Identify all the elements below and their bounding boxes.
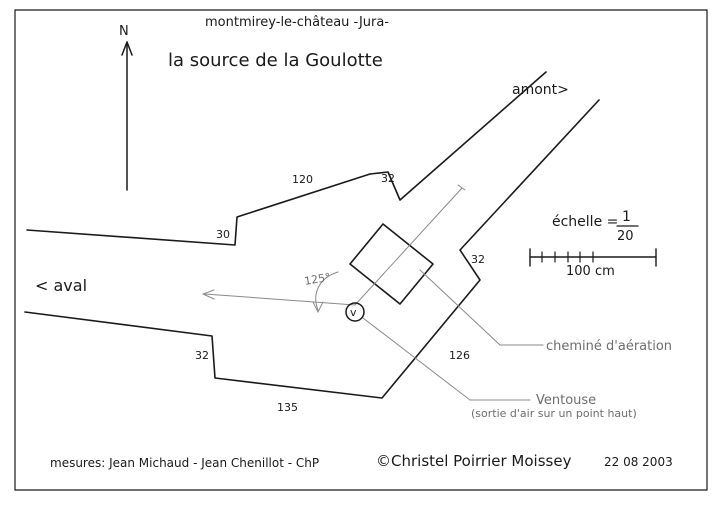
- vent-note: (sortie d'air sur un point haut): [471, 407, 637, 420]
- vent-symbol-letter: v: [350, 306, 357, 319]
- scale-numerator: 1: [622, 209, 631, 225]
- chimney-shaft: [349, 223, 434, 305]
- dim-bottom-right: 126: [449, 349, 470, 362]
- author-credit: ©Christel Poirrier Moissey: [376, 452, 572, 470]
- vent-callout: Ventouse: [536, 393, 596, 408]
- plan-title: la source de la Goulotte: [168, 50, 383, 71]
- dim-bottom-left: 32: [195, 349, 209, 362]
- chimney-callout: cheminé d'aération: [546, 339, 672, 354]
- scale-bar: [529, 248, 657, 267]
- scale-label: échelle =: [552, 214, 618, 230]
- chimney-leader: [419, 269, 501, 346]
- vent-symbol: v: [345, 302, 365, 322]
- dim-top-wall: 120: [292, 173, 313, 186]
- surveyors-credit: mesures: Jean Michaud - Jean Chenillot -…: [50, 456, 319, 470]
- dim-bottom-wall: 135: [277, 401, 298, 414]
- downstream-label: < aval: [35, 276, 87, 295]
- survey-date: 22 08 2003: [604, 455, 673, 469]
- place-name: montmirey-le-château -Jura-: [205, 15, 389, 30]
- scale-bar-label: 100 cm: [566, 264, 615, 279]
- scale-denominator: 20: [617, 229, 634, 244]
- dim-right-side: 32: [471, 253, 485, 266]
- scale-block: échelle = 1 20 100 cm: [529, 209, 657, 279]
- north-label: N: [119, 24, 129, 39]
- bearing-lines: 125°: [201, 184, 466, 314]
- dim-top-corner: 32: [381, 172, 395, 185]
- upstream-label: amont>: [512, 82, 569, 98]
- north-arrow-icon: N: [119, 24, 133, 191]
- angle-label: 125°: [303, 271, 331, 288]
- vent-leader: [362, 317, 471, 401]
- dim-left-opening: 30: [216, 228, 230, 241]
- cave-outline: [24, 71, 600, 399]
